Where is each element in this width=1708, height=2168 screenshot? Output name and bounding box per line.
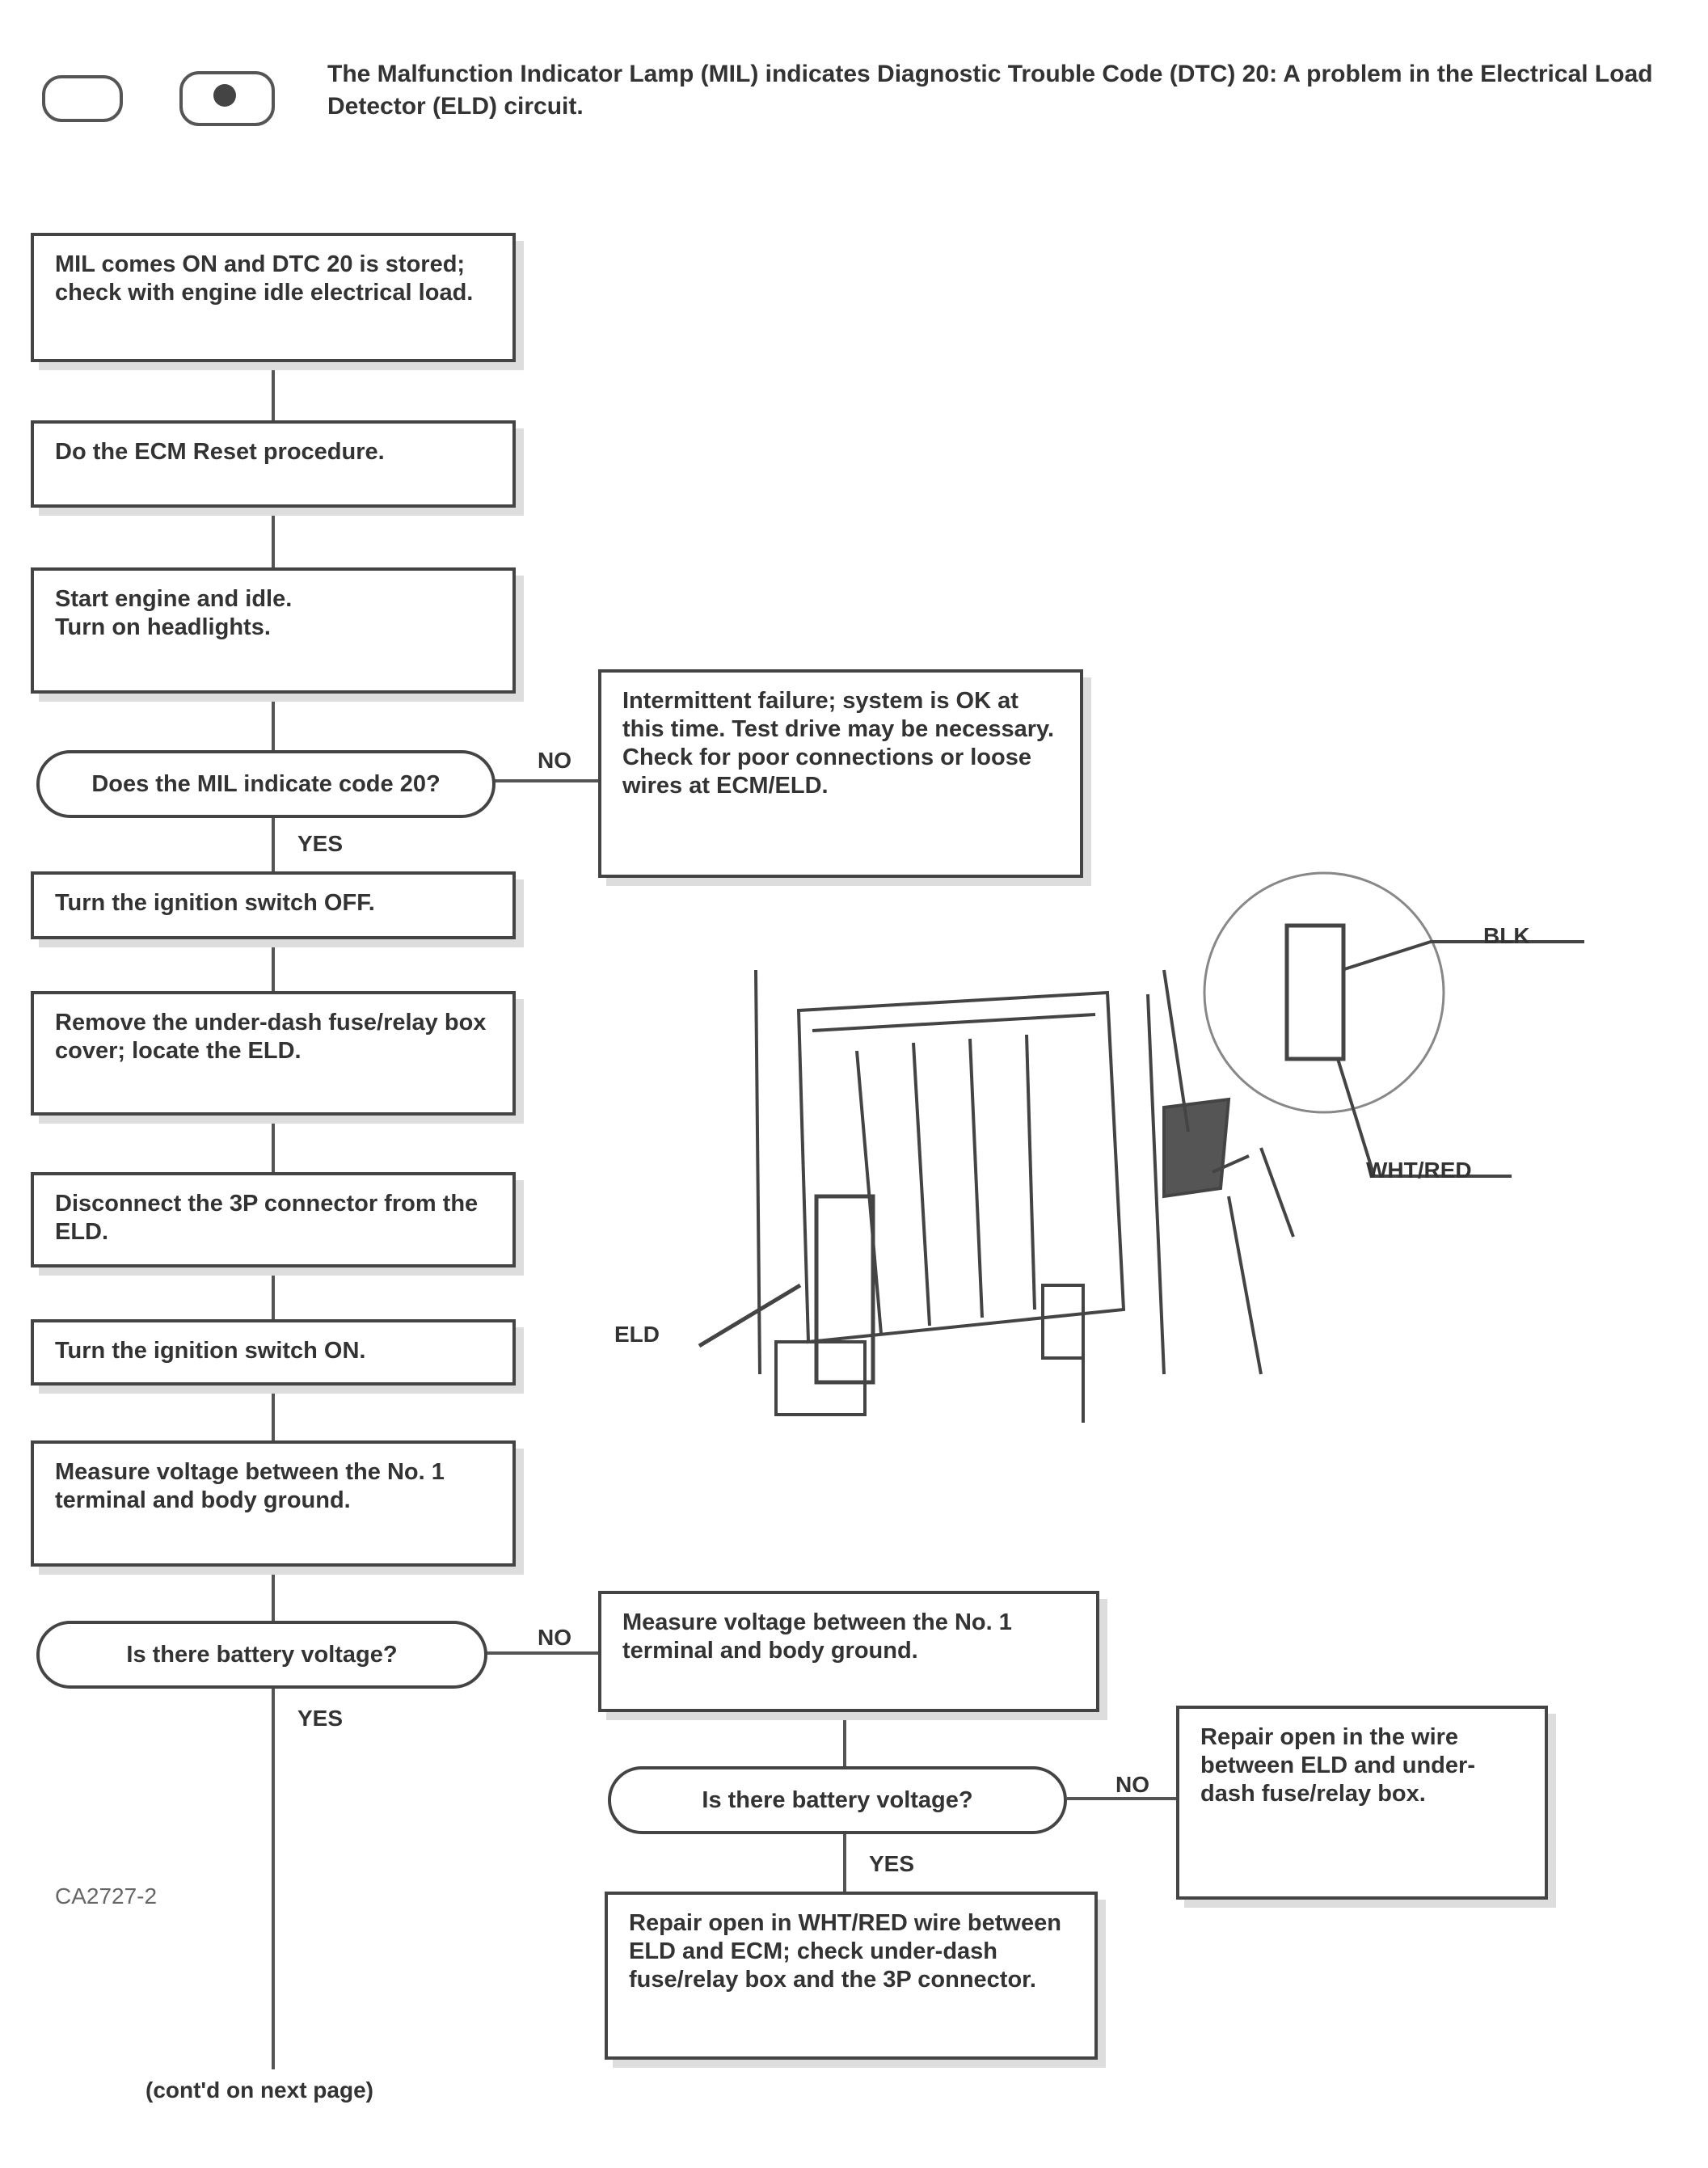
headlights-text: Turn on headlights. [55,614,271,640]
ignition-off-box: Turn the ignition switch OFF. [31,871,516,939]
measure-voltage-box: Measure voltage between the No. 1 termin… [31,1440,516,1567]
voltage-no-label: NO [538,1625,571,1650]
voltage-2-yes-label: YES [869,1851,915,1876]
reset-step-text: Do the ECM Reset procedure. [55,439,385,465]
blk-wire-label: BLK [1483,923,1530,948]
ignition-on-text: Turn the ignition switch ON. [55,1338,366,1364]
intermittent-text: Intermittent failure; system is OK at th… [622,688,1055,742]
intermittent-failure-box: Intermittent failure; system is OK at th… [598,669,1083,878]
measure-voltage-2-box: Measure voltage between the No. 1 termin… [598,1591,1099,1712]
battery-voltage-question: Is there battery voltage? [36,1621,487,1689]
disconnect-text: Disconnect the 3P connector from the ELD… [55,1191,479,1245]
continued-label: (cont'd on next page) [145,2077,373,2103]
loose-wires-text: Check for poor connections or loose wire… [622,744,1031,799]
measure-voltage-text: Measure voltage between the No. 1 termin… [55,1459,445,1513]
remove-cover-text: Remove the under-dash fuse/relay box cov… [55,1010,487,1064]
ignition-on-box: Turn the ignition switch ON. [31,1319,516,1386]
disconnect-box: Disconnect the 3P connector from the ELD… [31,1172,516,1267]
mil-no-label: NO [538,748,571,773]
repair-wire-text: Repair open in WHT/RED wire between ELD … [629,1910,1061,1993]
figure-code: CA2727-2 [55,1883,158,1909]
start-engine-box: Start engine and idle. Turn on headlight… [31,567,516,694]
fuse-box-illustration [698,871,1584,1423]
remove-cover-box: Remove the under-dash fuse/relay box cov… [31,991,516,1116]
eld-label: ELD [614,1322,660,1347]
repair-wire-box: Repair open in WHT/RED wire between ELD … [605,1892,1098,2060]
mil-yes-label: YES [297,831,344,856]
check-engine-icon [179,71,275,126]
voltage-2-no-label: NO [1115,1772,1149,1797]
battery-voltage-2-question: Is there battery voltage? [608,1766,1067,1834]
battery-voltage-2-question-text: Is there battery voltage? [702,1786,973,1813]
start-engine-text: Start engine and idle. [55,586,293,612]
mil-code-question: Does the MIL indicate code 20? [36,750,496,818]
mil-code-question-text: Does the MIL indicate code 20? [91,770,441,797]
wht-red-wire-label: WHT/RED [1366,1158,1472,1183]
start-box-text: MIL comes ON and DTC 20 is stored; check… [55,251,474,306]
measure-voltage-2-text: Measure voltage between the No. 1 termin… [622,1609,1012,1664]
ignition-off-text: Turn the ignition switch OFF. [55,890,375,916]
battery-voltage-question-text: Is there battery voltage? [126,1641,398,1668]
start-box: MIL comes ON and DTC 20 is stored; check… [31,233,516,362]
repair-open-text: Repair open in the wire between ELD and … [1200,1724,1475,1807]
repair-open-box: Repair open in the wire between ELD and … [1176,1706,1548,1900]
mil-lamp-icon [42,75,123,122]
header-text: The Malfunction Indicator Lamp (MIL) ind… [327,61,1653,120]
voltage-yes-label: YES [297,1706,344,1731]
reset-step-box: Do the ECM Reset procedure. [31,420,516,508]
